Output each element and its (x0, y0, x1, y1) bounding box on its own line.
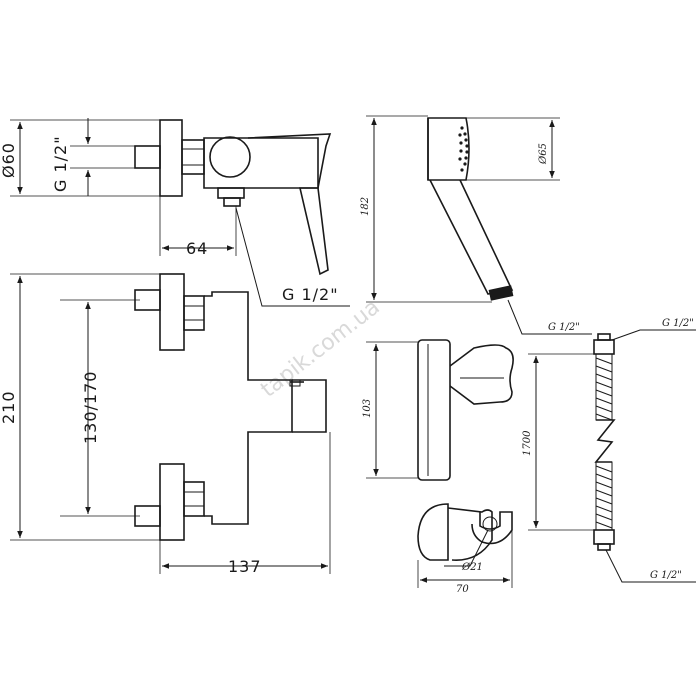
hose-hatching (595, 357, 613, 529)
hose-bottom-thread-label: G 1/2" (650, 570, 682, 581)
dim-width-64: 64 (186, 239, 208, 258)
wall-holder: 103 Ø21 70 (362, 339, 514, 595)
dim-dia-60: Ø60 (0, 142, 18, 178)
shower-thread-label: G 1/2" (548, 322, 580, 333)
dim-hose-length-1700: 1700 (522, 430, 533, 456)
hand-shower: 182 Ø65 G 1/2" (360, 115, 592, 335)
watermark-text: tapik.com.ua (256, 295, 384, 403)
dim-length-182: 182 (360, 197, 371, 216)
shower-hose: G 1/2" 1700 G 1/2" (522, 318, 696, 583)
mixer-top-view: Ø60 G 1/2" 64 G 1/2" (0, 118, 350, 307)
dim-height-210: 210 (0, 390, 18, 424)
dim-width-137: 137 (228, 557, 262, 576)
dim-depth-70: 70 (456, 584, 469, 595)
dim-centers-130-170: 130/170 (81, 371, 100, 444)
outlet-thread-label: G 1/2" (282, 285, 339, 304)
dim-height-103: 103 (362, 399, 373, 418)
dim-thread-top: G 1/2" (51, 135, 70, 192)
mixer-front-view: 210 130/170 137 (0, 273, 331, 576)
nozzle-dots (458, 126, 469, 172)
dim-head-dia-65: Ø65 (538, 143, 549, 165)
dim-hole-dia-21: Ø21 (461, 562, 483, 573)
hose-top-thread-label: G 1/2" (662, 318, 694, 329)
